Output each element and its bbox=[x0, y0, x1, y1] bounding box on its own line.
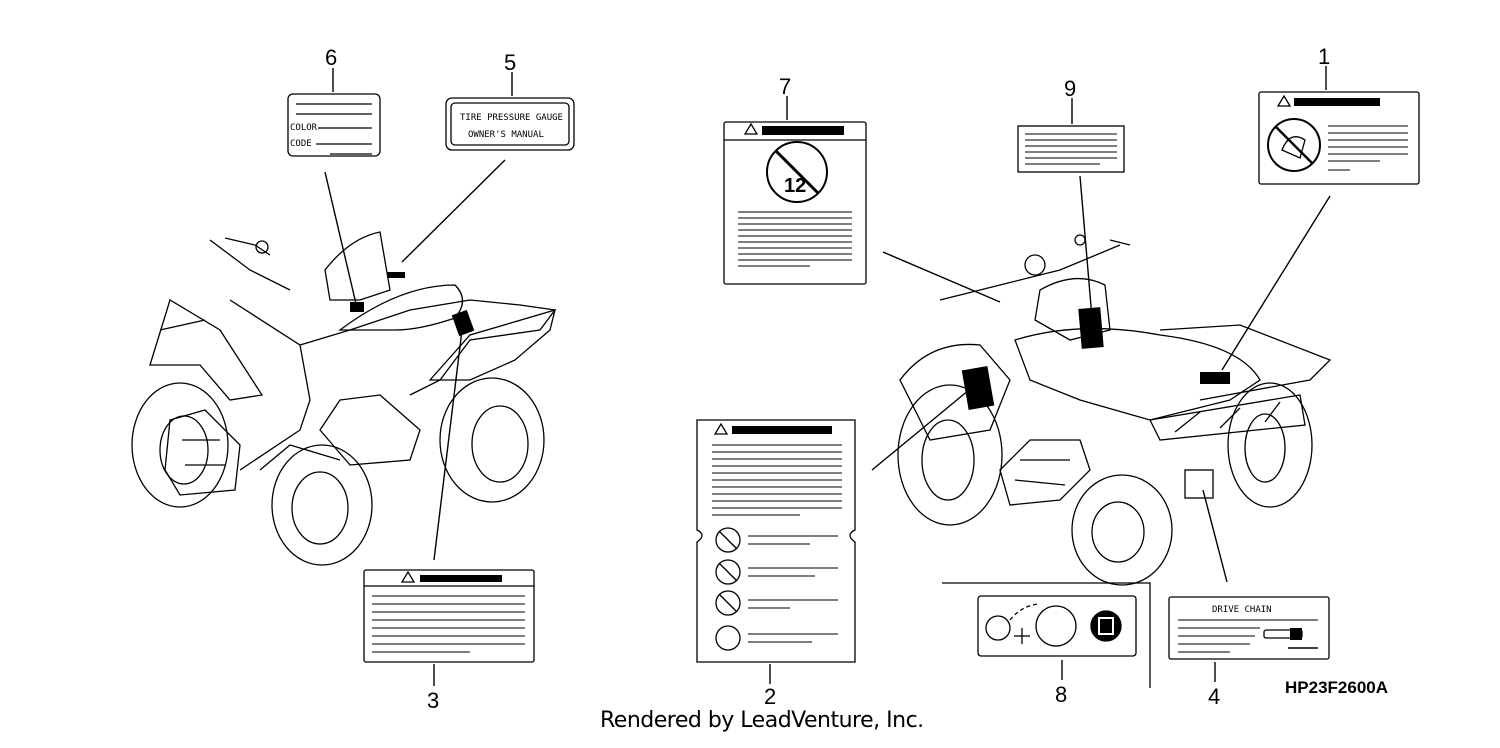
callout-5: 5 bbox=[504, 50, 516, 75]
callout-4: 4 bbox=[1208, 684, 1220, 709]
callout-7: 7 bbox=[779, 74, 791, 99]
label-7-age-warning-label: 12 bbox=[723, 121, 867, 285]
label-3-warning-label bbox=[363, 569, 535, 663]
color-field-text: COLOR bbox=[290, 123, 318, 133]
callout-1: 1 bbox=[1318, 44, 1330, 69]
right-atv-illustration bbox=[897, 234, 1332, 586]
callout-9: 9 bbox=[1064, 76, 1076, 101]
label-4-drive-chain-label: DRIVE CHAIN bbox=[1168, 596, 1330, 660]
label-5-tire-pressure-label: TIRE PRESSURE GAUGE OWNER'S MANUAL bbox=[445, 97, 575, 151]
owners-manual-text: OWNER'S MANUAL bbox=[468, 130, 544, 140]
callout-6: 6 bbox=[325, 45, 337, 70]
callout-8: 8 bbox=[1055, 682, 1067, 707]
callout-numbers: 1 2 3 4 5 6 7 8 9 bbox=[325, 44, 1330, 713]
footer-credit: Rendered by LeadVenture, Inc. bbox=[600, 708, 924, 733]
diagram-part-code: HP23F2600A bbox=[1285, 678, 1389, 697]
age-warning-number: 12 bbox=[784, 175, 806, 197]
drive-chain-text: DRIVE CHAIN bbox=[1212, 605, 1272, 615]
tire-pressure-text: TIRE PRESSURE GAUGE bbox=[460, 113, 563, 123]
callout-3: 3 bbox=[427, 688, 439, 713]
label-2-large-warning-label bbox=[696, 419, 856, 663]
left-atv-illustration bbox=[131, 231, 557, 566]
leader-lines bbox=[324, 66, 1331, 686]
label-8-switch-label bbox=[942, 582, 1151, 688]
label-1-warning-label bbox=[1258, 91, 1420, 185]
label-6-color-code-plate: COLOR CODE bbox=[287, 93, 381, 157]
code-field-text: CODE bbox=[290, 139, 312, 149]
label-9-text-plate bbox=[1017, 125, 1125, 173]
callout-2: 2 bbox=[764, 684, 776, 709]
